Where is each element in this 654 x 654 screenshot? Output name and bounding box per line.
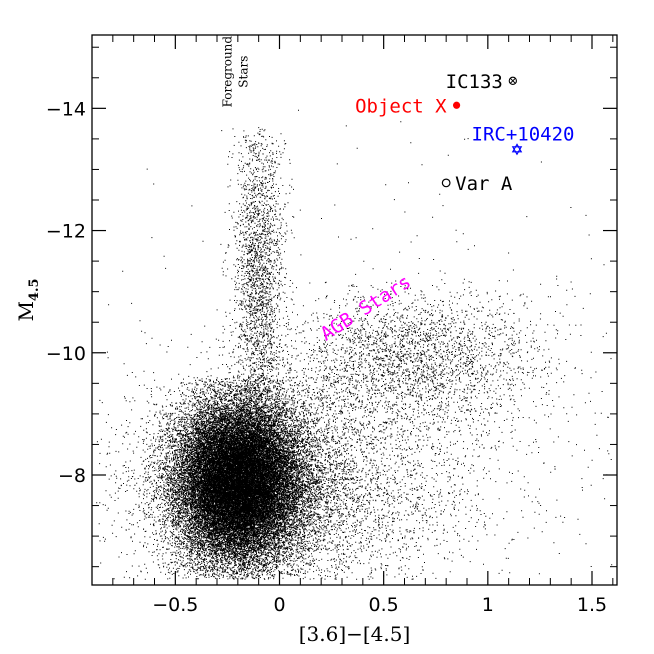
object-marker xyxy=(508,76,517,85)
x-axis-title: [3.6]−[4.5] xyxy=(299,622,411,646)
x-tick-label: 0 xyxy=(273,594,285,616)
x-tick-label: −0.5 xyxy=(152,594,198,616)
object-var-a: Var A xyxy=(441,173,513,195)
y-tick-label: −10 xyxy=(46,343,86,365)
object-marker xyxy=(452,101,461,109)
tick-labels: −0.5 0 0.5 1 1.5 −8 −10 −12 −14 xyxy=(46,98,607,616)
y-tick-label: −14 xyxy=(46,98,86,120)
x-tick-label: 0.5 xyxy=(369,594,399,616)
axis-ticks xyxy=(91,35,617,585)
foreground-stars-label-line: Foreground xyxy=(221,36,235,108)
y-axis-title-sub: 4.5 xyxy=(27,278,42,301)
x-tick-label: 1.5 xyxy=(577,594,607,616)
y-axis-title-main: M xyxy=(14,301,38,321)
object-label: IRC+10420 xyxy=(472,123,575,145)
object-object-x: Object X xyxy=(355,95,461,117)
plot-frame xyxy=(91,34,618,586)
x-tick-label: 1 xyxy=(482,594,494,616)
foreground-stars-label-line: Stars xyxy=(237,56,251,88)
object-label: IC133 xyxy=(446,71,503,93)
object-label: Object X xyxy=(355,95,447,117)
field-stars xyxy=(96,109,613,580)
y-tick-label: −12 xyxy=(46,221,86,243)
y-axis-title: M4.5 xyxy=(14,278,42,321)
plot-border xyxy=(91,34,618,586)
object-marker xyxy=(511,143,523,156)
object-irc-10420: IRC+10420 xyxy=(472,123,575,156)
object-label: Var A xyxy=(455,173,513,195)
object-marker xyxy=(441,178,451,188)
object-ic133: IC133 xyxy=(446,71,517,93)
y-tick-label: −8 xyxy=(58,465,86,487)
field-star-points xyxy=(96,109,613,580)
